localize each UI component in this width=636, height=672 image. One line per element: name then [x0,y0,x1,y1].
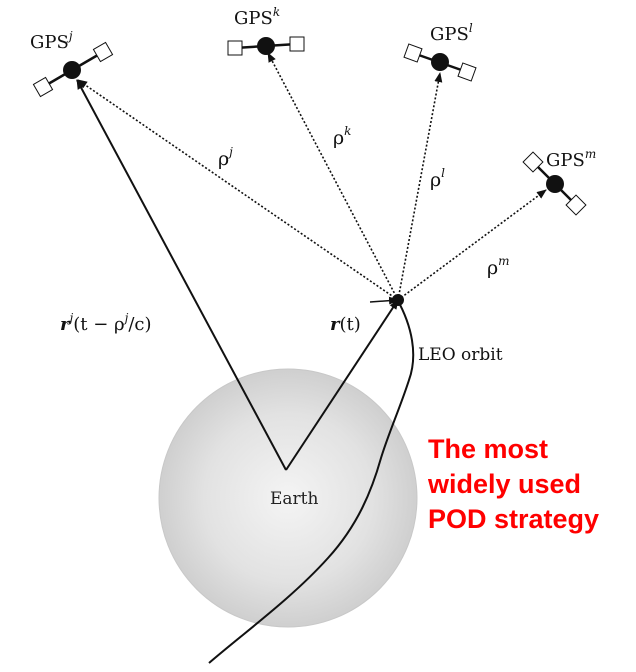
vector-r-leo [285,299,399,471]
gps-k-label: GPSk [234,5,280,29]
vector-r-leo-label: r(t) [330,314,361,335]
range-l-label: ρl [430,166,445,191]
vector-r-gps-j [76,79,287,471]
gps-satellite-l-icon [403,43,477,82]
range-m-label: ρm [487,254,510,279]
callout-line-1: The most [428,434,549,464]
callout-line-3: POD strategy [428,504,600,534]
leo-orbit-path [208,298,415,664]
leo-orbit-label: LEO orbit [418,345,503,365]
callout-line-2: widely used [428,469,582,499]
range-m-line [397,189,547,301]
gps-satellite-m-icon [522,151,587,216]
earth-label: Earth [270,489,319,509]
leo-satellite [392,294,404,306]
callout-text: The most widely used POD strategy [428,432,636,537]
range-l-line [397,72,443,301]
range-k-label: ρk [333,124,351,149]
range-j-line [77,79,399,301]
gps-satellite-k-icon [227,36,305,56]
gps-j-label: GPSj [30,29,73,53]
range-k-line [267,52,399,301]
gps-l-label: GPSl [430,21,473,45]
range-j-label: ρj [218,145,233,170]
vector-r-gps-label: rj(t − ρj/c) [60,311,152,335]
earth [158,368,418,628]
gps-satellite-j-icon [32,41,114,98]
gps-m-label: GPSm [546,147,596,171]
